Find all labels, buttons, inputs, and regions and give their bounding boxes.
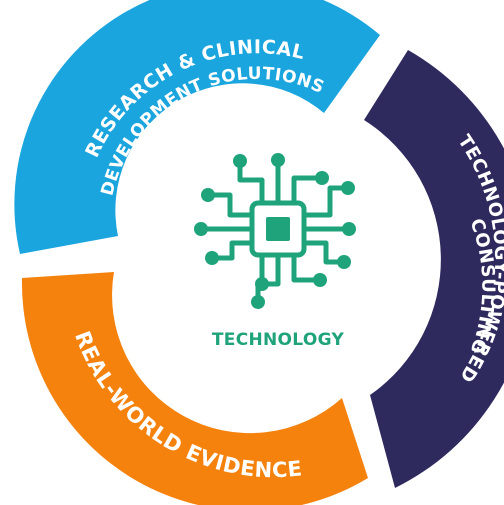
circuit-chip-icon — [194, 153, 356, 309]
rwe-segment — [21, 272, 368, 505]
consulting-segment — [364, 50, 504, 488]
research-segment — [14, 0, 380, 254]
center-label: TECHNOLOGY — [212, 330, 345, 350]
